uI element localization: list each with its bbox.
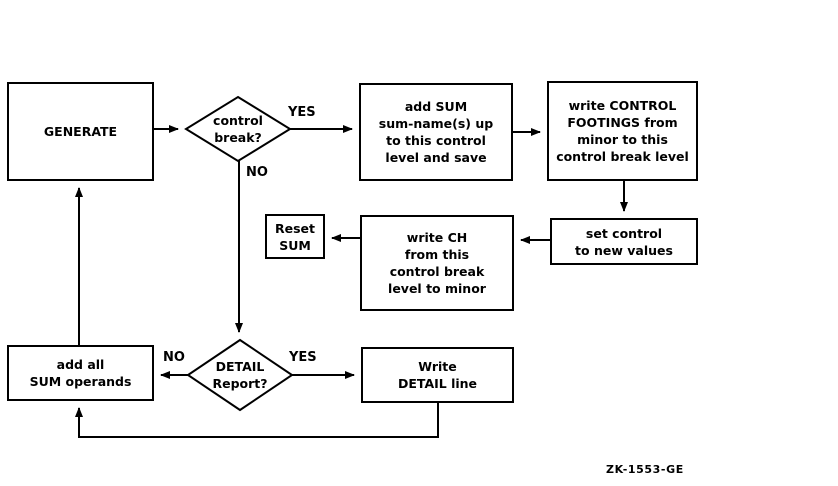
node-reset-sum-shape [265,214,325,259]
edge-label-detail-report-no: NO [163,350,185,365]
connector-write-detail-line-to-add-all-sum-operands [75,402,439,438]
node-add-all-sum-operands-shape [7,345,154,401]
node-control-break-shape [184,95,292,163]
node-set-control-shape [550,218,698,265]
node-add-sum-shape [359,83,513,181]
node-write-ch-shape [360,215,514,311]
edge-label-control-break-no: NO [246,165,268,180]
edge-label-control-break-yes: YES [288,105,316,120]
node-generate-shape [7,82,154,181]
node-detail-report-shape [186,338,294,412]
node-write-control-footings-shape [547,81,698,181]
edge-label-detail-report-yes: YES [289,350,317,365]
node-write-detail-line-shape [361,347,514,403]
figure-id-label: ZK-1553-GE [606,463,684,476]
